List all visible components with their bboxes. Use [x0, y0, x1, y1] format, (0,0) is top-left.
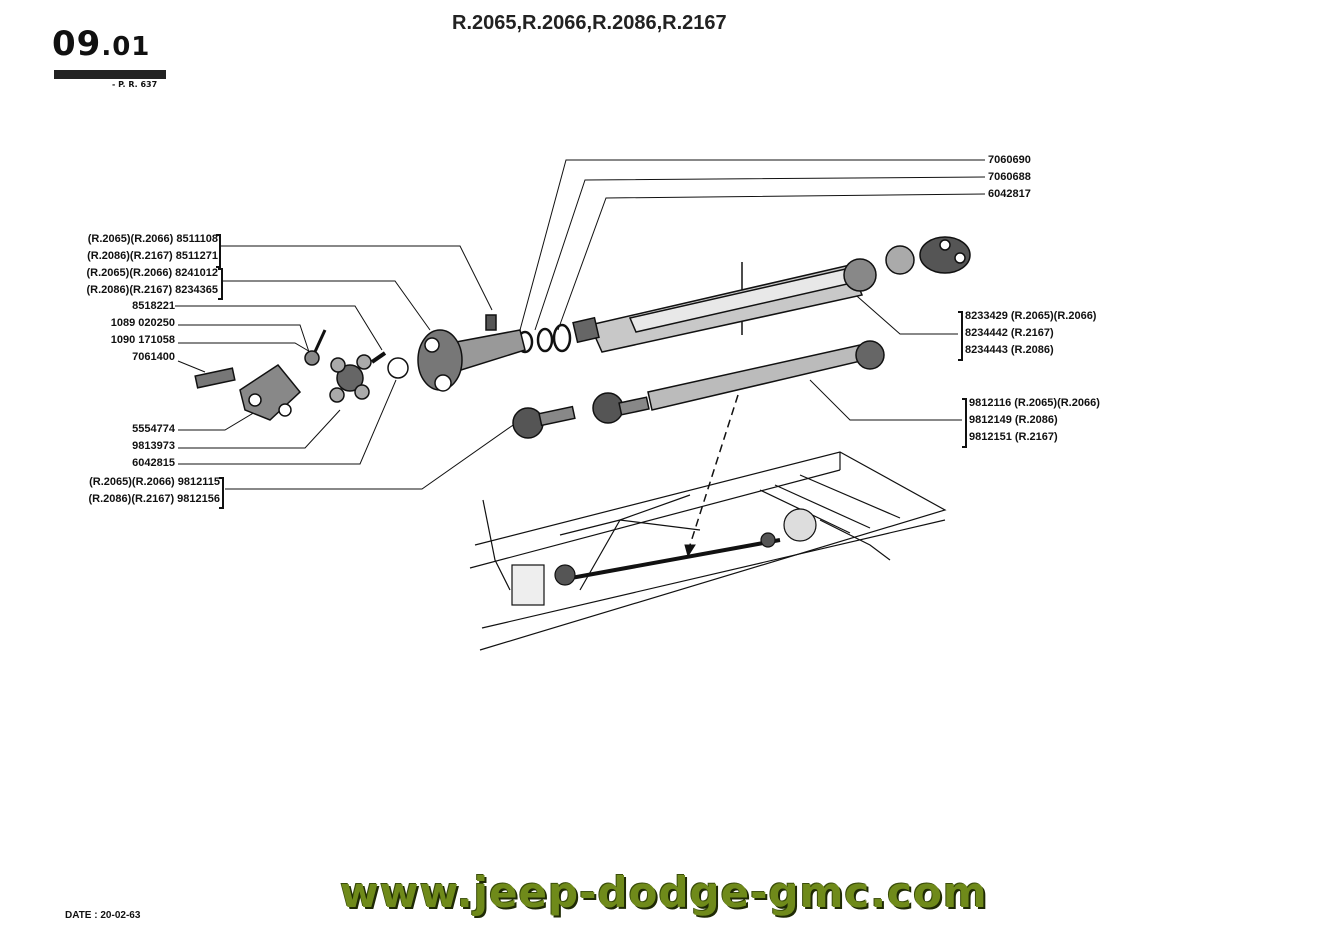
- part-number: 5554774: [132, 423, 175, 435]
- part-number: 8234442 (R.2167): [965, 327, 1054, 339]
- part-number: 7060690: [988, 154, 1031, 166]
- website-watermark[interactable]: www.jeep-dodge-gmc.com: [340, 868, 988, 917]
- section-code-sub: .01: [101, 32, 151, 62]
- part-number: 9812149 (R.2086): [969, 414, 1058, 426]
- left-assembly: [194, 314, 526, 421]
- vehicle-chassis-sketch: [469, 451, 947, 651]
- part-number: (R.2065)(R.2066) 8241012: [86, 267, 218, 279]
- part-number: 7060688: [988, 171, 1031, 183]
- part-number: (R.2086)(R.2167) 8511271: [87, 250, 218, 262]
- driveshaft-lower: [512, 340, 885, 439]
- part-number: 1089 020250: [110, 317, 175, 329]
- bracket: [962, 398, 967, 448]
- part-number: 9812151 (R.2167): [969, 431, 1058, 443]
- model-list: R.2065,R.2066,R.2086,R.2167: [452, 12, 727, 34]
- label-tube-group: 9812116 (R.2065)(R.2066) 9812149 (R.2086…: [969, 395, 1100, 446]
- part-number: (R.2065)(R.2066) 9812115: [89, 476, 220, 488]
- part-number: 9812116 (R.2065)(R.2066): [969, 397, 1100, 409]
- part-number: 8234443 (R.2086): [965, 344, 1054, 356]
- part-number: (R.2065)(R.2066) 8511108: [87, 233, 218, 245]
- part-number: 6042817: [988, 188, 1031, 200]
- pr-reference: - P. R. 637: [112, 80, 158, 89]
- label-left-lower: 5554774 9813973 6042815: [132, 421, 175, 472]
- part-number: 8233429 (R.2065)(R.2066): [965, 310, 1097, 322]
- label-left-bolt-group: (R.2065)(R.2066) 8511108 (R.2086)(R.2167…: [87, 231, 218, 265]
- bracket: [216, 234, 221, 268]
- section-bar: [54, 70, 166, 79]
- label-left-yoke-group: (R.2065)(R.2066) 8241012 (R.2086)(R.2167…: [87, 265, 218, 299]
- driveshaft-upper: [572, 236, 971, 353]
- bracket: [218, 268, 223, 300]
- label-left-bottom-group: (R.2065)(R.2066) 9812115 (R.2086)(R.2167…: [89, 474, 220, 508]
- label-left-single: 8518221 1089 020250 1090 171058 7061400: [111, 298, 175, 366]
- bracket: [958, 311, 963, 361]
- section-code-main: 09: [52, 24, 102, 64]
- part-number: (R.2086)(R.2167) 9812156: [88, 493, 220, 505]
- part-number: 7061400: [132, 351, 175, 363]
- section-code: 09.01: [52, 24, 150, 64]
- date-stamp: DATE : 20-02-63: [65, 910, 141, 921]
- part-number: 8518221: [132, 300, 175, 312]
- part-number: 6042815: [132, 457, 175, 469]
- bracket: [219, 477, 224, 509]
- part-number: (R.2086)(R.2167) 8234365: [86, 284, 218, 296]
- label-shaft-group: 8233429 (R.2065)(R.2066) 8234442 (R.2167…: [965, 308, 1096, 359]
- part-number: 1090 171058: [110, 334, 175, 346]
- part-number: 9813973: [132, 440, 175, 452]
- label-top-right: 7060690 7060688 6042817: [988, 152, 1031, 203]
